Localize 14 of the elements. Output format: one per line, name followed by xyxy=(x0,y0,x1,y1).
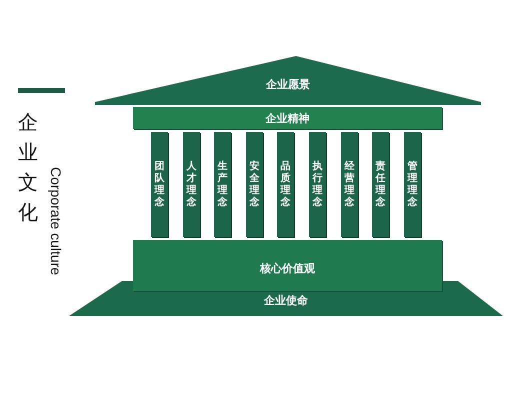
pillar: 执行理念 xyxy=(309,132,326,237)
vertical-subtitle: Corporate culture xyxy=(48,167,63,276)
pillar: 品质理念 xyxy=(277,132,294,237)
pillar: 管理理念 xyxy=(404,132,421,237)
pillar: 生产理念 xyxy=(214,132,231,237)
pillar: 经营理念 xyxy=(341,132,358,237)
lintel-band: 企业精神 xyxy=(133,107,442,129)
pillar: 责任理念 xyxy=(372,132,389,237)
pillar: 团队理念 xyxy=(151,132,168,237)
pillar: 人才理念 xyxy=(183,132,200,237)
vertical-title: 企业文化 xyxy=(17,109,39,226)
base-block: 核心价值观 xyxy=(133,240,442,291)
pillar: 安全理念 xyxy=(246,132,263,237)
roof-triangle: 企业愿景 xyxy=(93,55,483,105)
